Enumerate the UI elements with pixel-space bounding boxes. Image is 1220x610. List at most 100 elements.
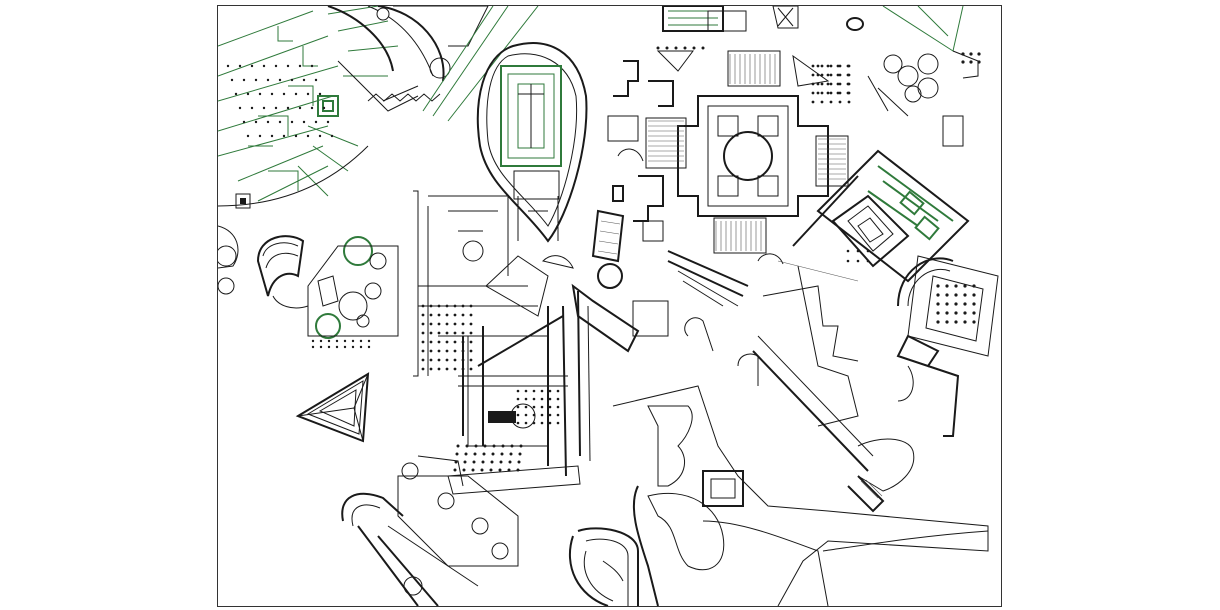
column-dot — [954, 293, 958, 297]
radial-garden-dots — [226, 64, 334, 138]
dark-block-buildings — [607, 6, 747, 222]
column-dot — [524, 413, 528, 417]
column-dot — [501, 444, 505, 448]
column-dot — [319, 345, 323, 349]
column-dot — [429, 340, 433, 344]
column-dot — [437, 367, 441, 371]
column-dot — [492, 444, 496, 448]
column-dot — [936, 320, 940, 324]
column-dot — [969, 52, 973, 56]
column-dot — [453, 313, 457, 317]
column-dot — [972, 320, 976, 324]
column-dot — [270, 134, 274, 138]
column-dot — [234, 92, 238, 96]
column-dot — [556, 397, 560, 401]
column-dot — [318, 92, 322, 96]
domed-cluster — [307, 236, 399, 339]
column-dot — [480, 468, 484, 472]
column-dot — [518, 452, 522, 456]
column-dot — [482, 452, 486, 456]
column-dot — [453, 349, 457, 353]
column-dot — [836, 82, 840, 86]
column-dot — [829, 64, 833, 68]
column-dot — [820, 91, 824, 95]
column-dot — [811, 82, 815, 86]
column-dot — [453, 340, 457, 344]
column-dot — [838, 100, 842, 104]
column-dot — [437, 358, 441, 362]
column-dot — [310, 106, 314, 110]
column-dot — [548, 405, 552, 409]
column-dot — [954, 302, 958, 306]
column-dot — [516, 421, 520, 425]
column-dot — [540, 397, 544, 401]
column-dot — [838, 91, 842, 95]
column-dot — [836, 64, 840, 68]
column-dot — [847, 100, 851, 104]
hatched-tower — [571, 209, 669, 353]
column-dot — [532, 397, 536, 401]
column-dot — [262, 106, 266, 110]
column-dot — [524, 397, 528, 401]
column-dot — [548, 421, 552, 425]
column-dot — [464, 452, 468, 456]
column-dot — [811, 100, 815, 104]
column-dot — [517, 460, 521, 464]
column-dot — [856, 249, 860, 253]
column-dot — [429, 322, 433, 326]
column-dot — [490, 460, 494, 464]
column-dot — [820, 100, 824, 104]
column-dot — [437, 313, 441, 317]
column-dot — [961, 52, 965, 56]
column-dot — [230, 78, 234, 82]
column-dot — [972, 293, 976, 297]
column-dot — [826, 91, 830, 95]
column-dot — [963, 302, 967, 306]
column-dot — [540, 389, 544, 393]
column-dot — [846, 64, 850, 68]
column-dot — [359, 345, 363, 349]
column-dot — [461, 322, 465, 326]
radial-garden-green — [218, 6, 419, 207]
column-dot — [421, 340, 425, 344]
column-dot — [286, 64, 290, 68]
freeform-park — [612, 260, 989, 606]
column-dot — [453, 367, 457, 371]
column-dot — [846, 91, 850, 95]
column-dot — [437, 340, 441, 344]
column-dot — [343, 339, 347, 343]
column-dot — [327, 339, 331, 343]
palace-column-grid — [656, 46, 851, 104]
column-dot — [453, 468, 457, 472]
column-dot — [540, 413, 544, 417]
column-dot — [499, 460, 503, 464]
column-dot — [335, 339, 339, 343]
left-edge-domes — [218, 193, 251, 295]
cross-plan-palace — [645, 50, 849, 254]
column-dot — [471, 468, 475, 472]
column-dot — [258, 134, 262, 138]
green-diagonal-avenue — [422, 6, 539, 122]
column-dot — [532, 413, 536, 417]
column-dot — [327, 345, 331, 349]
column-dot — [306, 92, 310, 96]
column-dot — [816, 91, 820, 95]
column-dot — [246, 134, 250, 138]
column-dot — [838, 64, 842, 68]
column-dot — [972, 302, 976, 306]
column-dot — [516, 389, 520, 393]
column-dot — [489, 468, 493, 472]
column-dot — [472, 460, 476, 464]
column-dot — [319, 339, 323, 343]
column-dot — [701, 46, 705, 50]
column-dot — [820, 73, 824, 77]
column-dot — [510, 444, 514, 448]
column-dot — [290, 78, 294, 82]
column-dot — [856, 259, 860, 263]
horseshoe-track — [568, 527, 639, 606]
column-dot — [826, 64, 830, 68]
column-dot — [846, 73, 850, 77]
column-dot — [254, 120, 258, 124]
column-dot — [445, 358, 449, 362]
column-dot — [429, 367, 433, 371]
